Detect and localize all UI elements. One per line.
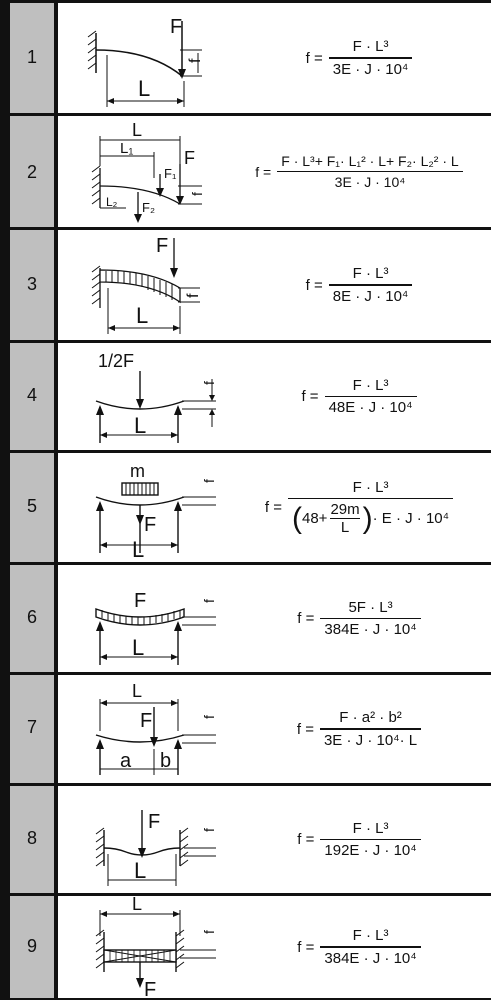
row-separator <box>10 450 491 453</box>
row-number: 3 <box>26 274 37 294</box>
row-number: 4 <box>26 385 37 405</box>
force2-label: F₂ <box>142 200 155 215</box>
deflection-label: f <box>187 58 204 63</box>
deflection-label: f <box>189 192 205 196</box>
deflection-formula: f = F · L³ 192E · J · 10⁴ <box>230 786 488 893</box>
table-row: 9 L F f <box>0 896 491 998</box>
number-column <box>10 3 54 998</box>
row-number: 1 <box>26 47 37 67</box>
row-number: 5 <box>26 496 37 516</box>
deflection-formula: f = F · L³ 384E · J · 10⁴ <box>230 896 488 998</box>
length-label: L <box>132 120 142 140</box>
length2-label: L₂ <box>106 195 118 209</box>
segment-a-label: a <box>120 750 132 772</box>
deflection-label: f <box>201 479 217 483</box>
force-label: F <box>134 590 146 612</box>
beam-sketch: L L₁ L₂ F F₁ F₂ f <box>91 120 205 223</box>
beam-sketch: L F f a b <box>95 681 217 775</box>
deflection-formula: f = F · L³+ F₁· L₁² · L+ F₂· L₂² · L 3E … <box>230 116 488 227</box>
deflection-label: f <box>185 293 202 298</box>
deflection-label: f <box>201 715 217 719</box>
beam-sketch: F f L <box>95 590 217 665</box>
row-number: 8 <box>26 828 37 848</box>
force-label: F <box>140 710 152 732</box>
table-row: 2 L L₁ L₂ <box>0 116 491 227</box>
force-label: F <box>156 235 168 257</box>
length-label: L <box>134 413 146 438</box>
length-label: L <box>138 76 150 101</box>
table-row: 8 F f L f = F · L³ <box>0 786 491 893</box>
length-label: L <box>132 537 144 562</box>
beam-sketch: F f L <box>95 810 217 886</box>
table-row: 3 F f L f = F · <box>0 230 491 340</box>
width-label: m <box>130 461 145 481</box>
beam-sketch: F f L <box>91 235 202 334</box>
beam-sketch: m F f L <box>95 461 217 562</box>
length-label: L <box>136 303 148 328</box>
deflection-label: f <box>201 828 217 832</box>
row-separator <box>10 340 491 343</box>
row-separator <box>10 562 491 565</box>
force-label: 1/2F <box>98 351 134 371</box>
row-number: 9 <box>26 936 37 956</box>
row-separator <box>10 113 491 116</box>
beam-sketch: 1/2F f L <box>95 351 217 443</box>
deflection-formula: f = 5F · L³ 384E · J · 10⁴ <box>230 565 488 672</box>
beam-sketch: F f L <box>87 16 204 107</box>
length-label: L <box>132 896 142 914</box>
row-number: 7 <box>26 717 37 737</box>
length-label: L <box>134 858 146 883</box>
force-label: F <box>144 979 156 998</box>
row-number: 6 <box>26 607 37 627</box>
content-area <box>58 3 491 998</box>
length-label: L <box>132 635 144 660</box>
deflection-label: f <box>201 930 217 934</box>
deflection-formula: f = F · a² · b² 3E · J · 10⁴· L <box>230 675 488 783</box>
force-label: F <box>148 811 160 833</box>
force-label: F <box>170 16 182 38</box>
row-number: 2 <box>26 162 37 182</box>
deflection-formula: f = F · L³ 3E · J · 10⁴ <box>230 3 488 113</box>
segment-b-label: b <box>160 750 171 772</box>
beam-sketch: L F f <box>95 896 217 998</box>
table-row: 5 m F f L f = <box>0 453 491 562</box>
row-separator <box>10 783 491 786</box>
force1-label: F₁ <box>164 166 177 181</box>
deflection-formula: f = F · L³ 8E · J · 10⁴ <box>230 230 488 340</box>
table-row: 7 L F f a <box>0 675 491 783</box>
row-separator <box>10 227 491 230</box>
row-separator <box>10 893 491 896</box>
force-label: F <box>144 514 156 536</box>
table-row: 6 F f L f = 5F · L³ <box>0 565 491 672</box>
force-label: F <box>184 148 195 168</box>
length1-label: L₁ <box>120 140 133 157</box>
length-label: L <box>132 681 142 701</box>
deflection-label: f <box>201 599 217 603</box>
deflection-label: f <box>201 381 217 385</box>
table-row: 4 1/2F f L <box>0 343 491 450</box>
table-row: 1 F f L f = F · <box>0 3 491 113</box>
row-separator <box>10 672 491 675</box>
deflection-formula: f = F · L³ 48E · J · 10⁴ <box>230 343 488 450</box>
deflection-formula: f = F · L³ ( 48+ 29m L ) · E · J · 10⁴ <box>230 453 488 562</box>
